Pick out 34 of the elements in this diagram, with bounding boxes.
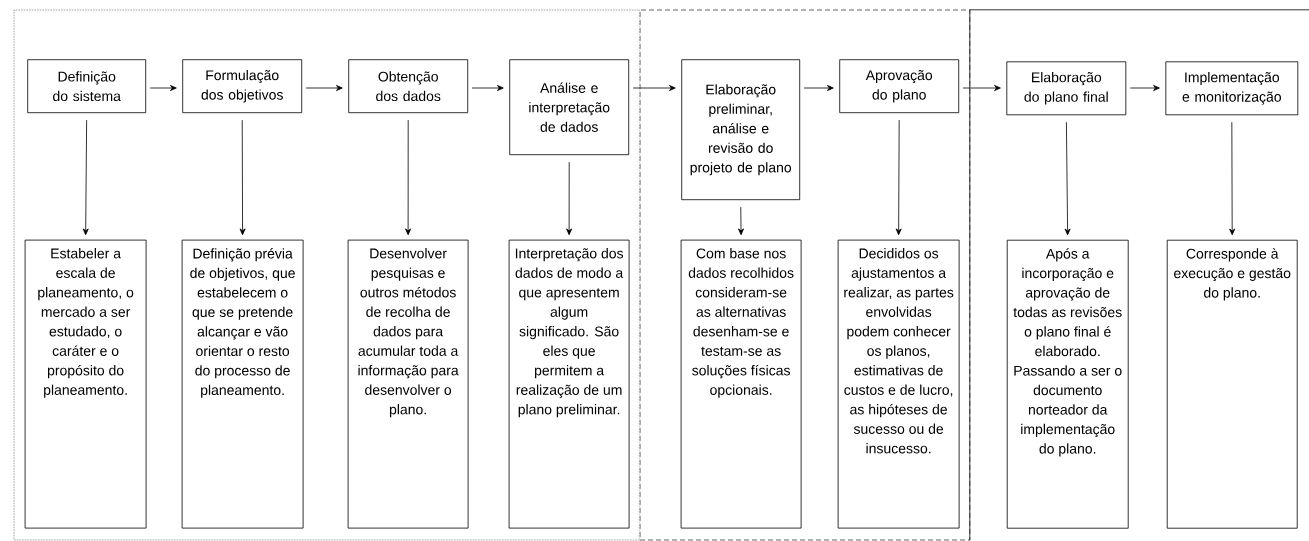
arrow [405, 119, 412, 236]
phase-frame [969, 9, 1309, 541]
arrow [471, 85, 504, 91]
arrow [82, 119, 89, 236]
arrow [566, 161, 573, 236]
description-box: Definição prévia de objetivos, que estabelecem o que se pretende alcançar e vão orientar o resto do processo de planeamento. [181, 239, 304, 529]
arrow [1129, 85, 1160, 91]
arrow [1229, 121, 1236, 236]
description-box: Desenvolver pesquisas e outros métodos de recolha de dados para acumular toda a informação para desenvolver o plano. [347, 239, 469, 529]
arrow [305, 85, 343, 91]
arrow [149, 85, 177, 91]
description-box: Com base nos dados recolhidos consideram-se as alternativas desenham-se e testam-se as soluções físicas opcionais. [680, 239, 802, 529]
arrow [895, 119, 902, 236]
arrow [1064, 121, 1071, 236]
arrow [239, 119, 246, 236]
process-box: Obtenção dos dados [348, 59, 469, 114]
arrow [738, 206, 744, 236]
process-box: Implementação e monitorização [1165, 61, 1299, 116]
process-box: Elaboração preliminar, análise e revisão do projeto de plano [681, 59, 801, 201]
description-box: Decididos os ajustamentos a realizar, as partes envolvidas podem conhecer os planos, estimativas de custos e de lucro, as hipóteses de sucesso ou de insucesso. [837, 239, 960, 529]
arrow [962, 85, 1001, 91]
description-box: Após a incorporação e aprovação de todas as revisões o plano final é elaborado. Passando a ser o documento norteador da implementação do plano. [1006, 239, 1129, 529]
phase-frame [13, 9, 641, 541]
phase-frame [639, 9, 971, 541]
description-box: Corresponde à execução e gestão do plano. [1166, 239, 1298, 529]
arrow [632, 85, 676, 91]
process-box: Elaboração do plano final [1006, 61, 1127, 116]
arrow [803, 85, 834, 91]
process-box: Definição do sistema [27, 59, 147, 114]
description-box: Estabeler a escala de planeamento, o mercado a ser estudado, o caráter e o propósito do planeamento. [24, 239, 147, 529]
process-box: Formulação dos objetivos [182, 59, 303, 114]
process-box: Aprovação do plano [839, 59, 960, 114]
process-box: Análise e interpretação de dados [509, 59, 630, 156]
description-box: Interpretação dos dados de modo a que apresentem algum significado. São eles que permitem a realização de um plano preliminar. [508, 239, 630, 529]
